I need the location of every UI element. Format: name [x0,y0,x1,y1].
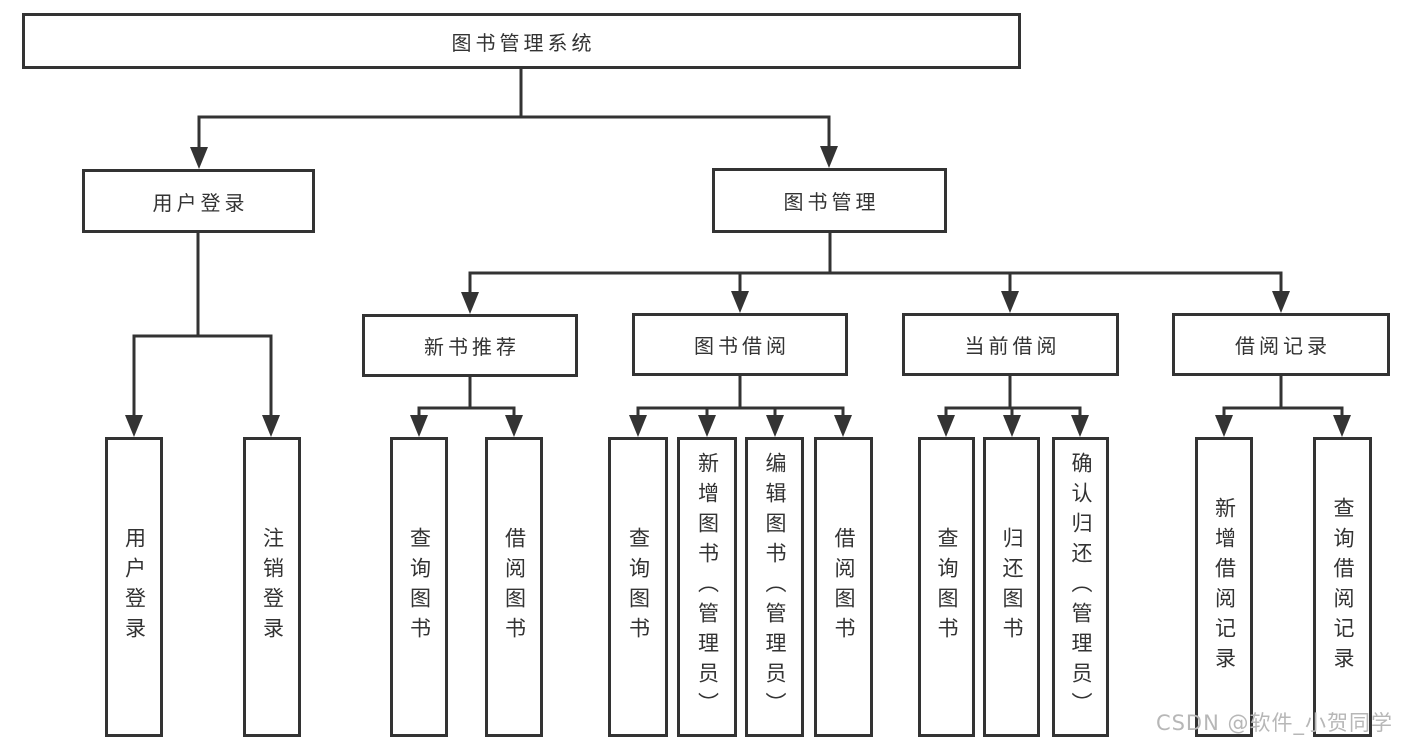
leaf-borrow-books-borrowing-label: 借阅图书 [832,527,856,647]
box-library-system-label: 图书管理系统 [451,30,596,55]
leaf-logout: 注销登录 [243,437,301,737]
arrowheads [125,146,1351,437]
leaf-confirm-return-admin-label: 确认归还（管理员） [1069,452,1093,722]
leaf-borrow-books-recommend: 借阅图书 [485,437,543,737]
box-book-management: 图书管理 [712,168,947,233]
leaf-query-books-borrowing-label: 查询图书 [626,527,651,647]
leaf-logout-label: 注销登录 [260,527,285,647]
leaf-borrow-books-recommend-label: 借阅图书 [502,527,527,647]
box-book-management-label: 图书管理 [783,190,880,214]
leaf-add-book-admin-label: 新增图书（管理员） [695,452,720,722]
leaf-add-borrow-record: 新增借阅记录 [1195,437,1253,737]
leaf-add-book-admin: 新增图书（管理员） [677,437,737,737]
box-user-login-label: 用户登录 [152,190,249,215]
leaf-borrow-books-borrowing: 借阅图书 [814,437,873,737]
box-library-system: 图书管理系统 [22,13,1021,69]
leaf-query-books-borrowing: 查询图书 [608,437,668,737]
leaf-edit-book-admin-label: 编辑图书（管理员） [763,452,787,722]
leaf-query-books-recommend-label: 查询图书 [407,527,432,647]
box-current-borrowing-label: 当前借阅 [964,334,1061,358]
tree-edges [132,66,1344,422]
leaf-user-login-label: 用户登录 [122,527,147,647]
box-user-login: 用户登录 [82,169,315,233]
leaf-return-books: 归还图书 [983,437,1040,737]
box-new-book-recommend-label: 新书推荐 [424,335,520,359]
leaf-query-borrow-record: 查询借阅记录 [1313,437,1372,737]
leaf-confirm-return-admin: 确认归还（管理员） [1052,437,1109,737]
box-book-borrowing: 图书借阅 [632,313,848,376]
box-borrowing-records: 借阅记录 [1172,313,1390,376]
leaf-user-login: 用户登录 [105,437,163,737]
box-book-borrowing-label: 图书借阅 [694,334,790,358]
leaf-query-books-recommend: 查询图书 [390,437,448,737]
leaf-query-borrow-record-label: 查询借阅记录 [1331,497,1355,677]
leaf-edit-book-admin: 编辑图书（管理员） [745,437,804,737]
leaf-return-books-label: 归还图书 [1000,527,1024,647]
leaf-query-books-current: 查询图书 [918,437,975,737]
box-new-book-recommend: 新书推荐 [362,314,578,377]
box-current-borrowing: 当前借阅 [902,313,1119,376]
csdn-watermark: CSDN @软件_小贺同学 [1155,711,1393,735]
leaf-query-books-current-label: 查询图书 [935,527,959,647]
leaf-add-borrow-record-label: 新增借阅记录 [1212,497,1237,677]
box-borrowing-records-label: 借阅记录 [1235,334,1331,358]
